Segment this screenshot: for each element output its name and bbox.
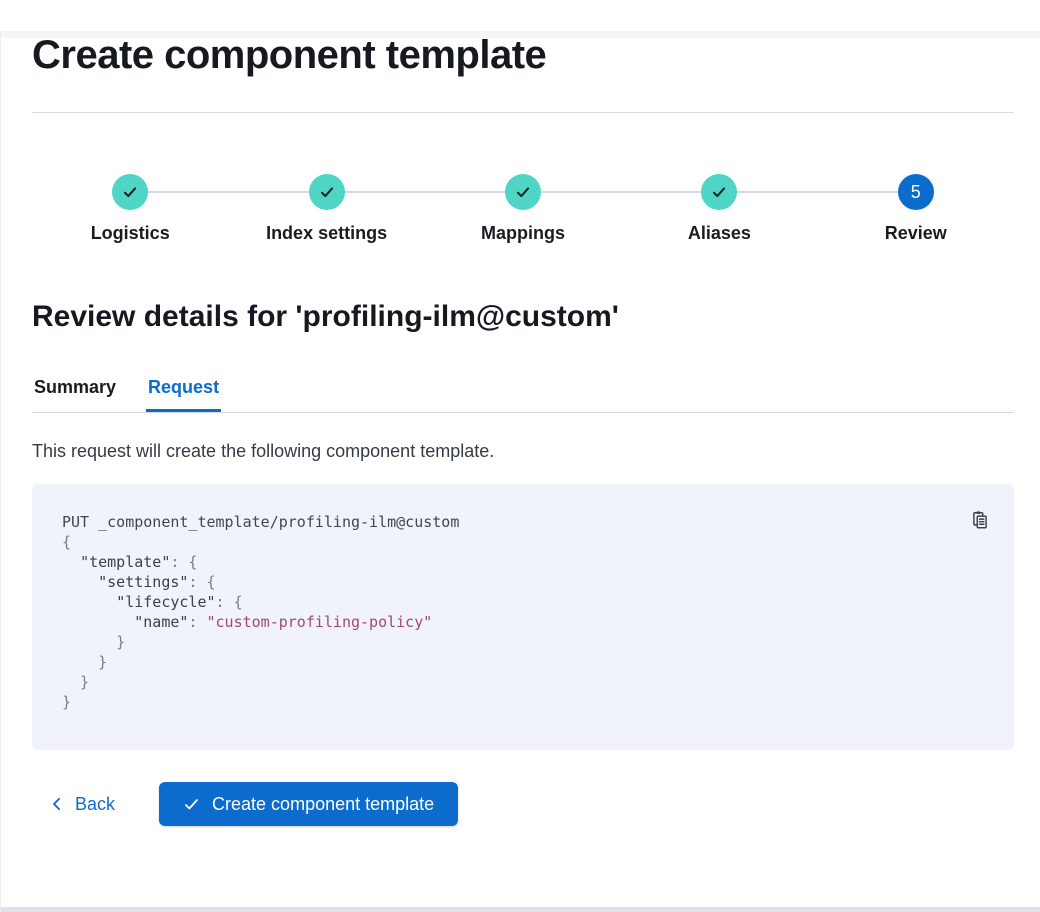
- step-label: Index settings: [266, 223, 388, 243]
- step-circle-complete: [112, 174, 149, 210]
- code-token: "lifecycle": [116, 593, 216, 611]
- code-line: }: [62, 632, 990, 652]
- step-item-aliases[interactable]: Aliases: [621, 174, 817, 244]
- progress-stepper: Logistics Index settings Mappings: [32, 174, 1014, 244]
- code-token: :: [188, 613, 207, 631]
- step-circle-current: 5: [897, 174, 934, 210]
- code-token: : {: [215, 593, 243, 611]
- create-button-label: Create component template: [212, 793, 435, 814]
- code-token: "settings": [98, 573, 189, 591]
- check-icon: [713, 187, 726, 198]
- code-token: "custom-profiling-policy": [206, 613, 433, 631]
- step-circle-complete: [308, 174, 345, 210]
- step-item-logistics[interactable]: Logistics: [32, 174, 228, 244]
- bottom-strip: [1, 907, 1040, 912]
- check-icon: [124, 187, 137, 198]
- code-token: [62, 593, 116, 611]
- code-token: [62, 573, 98, 591]
- title-divider: [32, 112, 1014, 113]
- step-item-index-settings[interactable]: Index settings: [228, 174, 424, 244]
- copy-button[interactable]: [966, 506, 994, 534]
- review-heading: Review details for 'profiling-ilm@custom…: [32, 300, 619, 333]
- code-line: "name": "custom-profiling-policy": [62, 612, 990, 632]
- step-circle-complete: [701, 174, 738, 210]
- page-title: Create component template: [32, 33, 547, 77]
- back-button[interactable]: Back: [45, 786, 119, 823]
- step-label: Logistics: [90, 223, 170, 243]
- check-icon: [516, 187, 530, 198]
- code-line: {: [62, 532, 990, 552]
- code-line: }: [62, 692, 990, 712]
- step-item-mappings[interactable]: Mappings: [425, 174, 621, 244]
- code-token: PUT _component_template/profiling-ilm@cu…: [62, 513, 460, 531]
- wizard-footer: Back Create component template: [32, 782, 1014, 826]
- step-item-review[interactable]: 5 Review: [818, 174, 1014, 244]
- top-strip: [1, 31, 1040, 38]
- code-token: }: [62, 633, 126, 651]
- check-icon: [320, 187, 333, 198]
- code-token: {: [62, 533, 72, 551]
- step-label: Review: [884, 223, 947, 243]
- code-token: [62, 613, 134, 631]
- code-line: "template": {: [62, 552, 990, 572]
- code-token: "name": [134, 613, 189, 631]
- review-tabs: Summary Request: [32, 377, 1014, 413]
- code-token: : {: [170, 553, 198, 571]
- code-token: }: [62, 673, 90, 691]
- code-token: "template": [80, 553, 171, 571]
- code-token: }: [62, 693, 72, 711]
- create-component-template-page: Create component template Logistics Inde…: [1, 31, 1040, 826]
- code-token: }: [62, 653, 108, 671]
- step-label: Mappings: [480, 223, 565, 243]
- request-description: This request will create the following c…: [32, 441, 495, 461]
- step-circle-complete: [504, 174, 541, 210]
- code-line: }: [62, 652, 990, 672]
- copy-clipboard-icon: [973, 511, 987, 529]
- code-line: PUT _component_template/profiling-ilm@cu…: [62, 512, 990, 532]
- chevron-left-icon: [53, 797, 61, 811]
- step-label: Aliases: [687, 223, 751, 243]
- code-line: "settings": {: [62, 572, 990, 592]
- check-icon: [185, 798, 198, 809]
- tab-request[interactable]: Request: [146, 377, 221, 412]
- back-label: Back: [75, 793, 116, 814]
- code-line: }: [62, 672, 990, 692]
- code-token: [62, 553, 80, 571]
- code-token: : {: [188, 573, 216, 591]
- create-component-template-button[interactable]: Create component template: [159, 782, 459, 826]
- step-number: 5: [910, 181, 921, 202]
- code-line: "lifecycle": {: [62, 592, 990, 612]
- tab-summary[interactable]: Summary: [32, 377, 118, 412]
- request-code-block: PUT _component_template/profiling-ilm@cu…: [32, 484, 1014, 750]
